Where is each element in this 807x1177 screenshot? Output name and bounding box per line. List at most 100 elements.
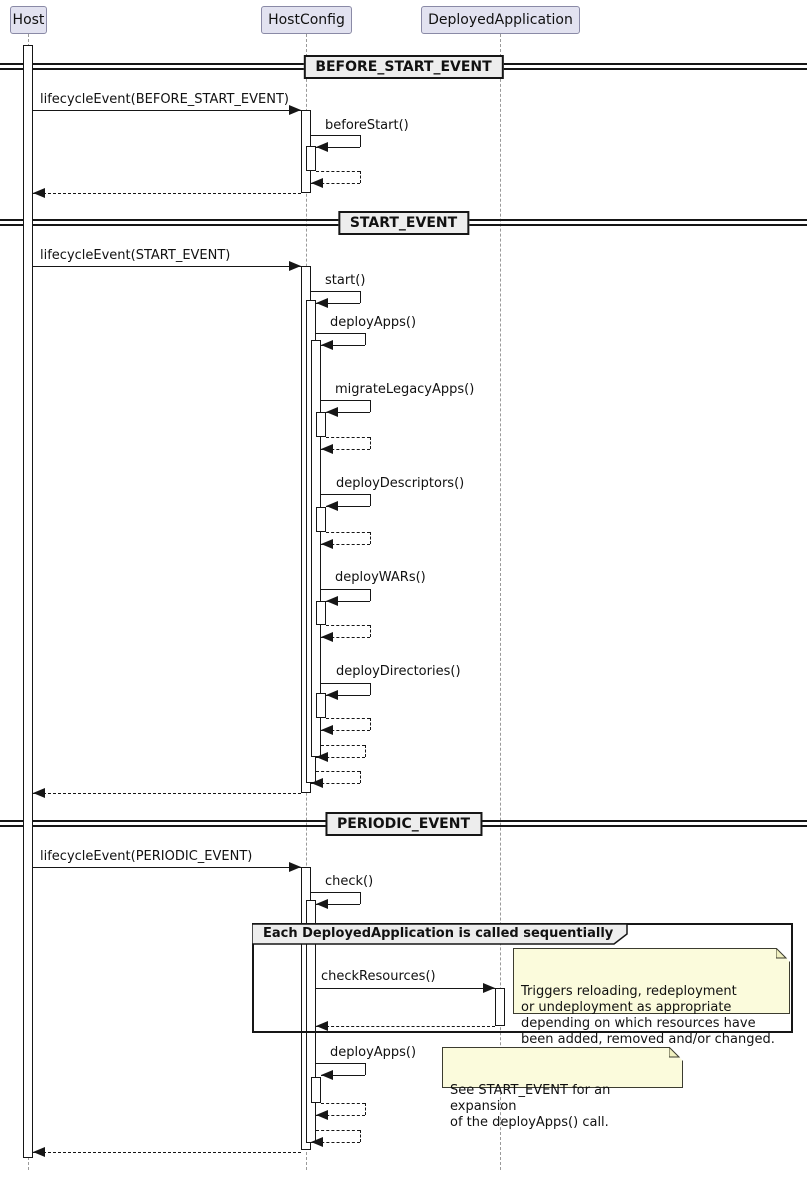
divider-periodic-event: PERIODIC_EVENT (324, 812, 483, 836)
self-call-line (370, 400, 371, 412)
group-header-label: Each DeployedApplication is called seque… (263, 926, 614, 941)
self-call-line (326, 695, 370, 696)
return-line (316, 1130, 360, 1131)
divider-periodic-label: PERIODIC_EVENT (336, 816, 471, 832)
arrowhead-icon (311, 778, 323, 788)
return-line (326, 532, 370, 533)
return-line (321, 730, 370, 731)
self-call-line (316, 1063, 365, 1064)
self-call-line (326, 506, 370, 507)
arrowhead-icon (33, 788, 45, 798)
return-line (370, 532, 371, 544)
arrow-line (33, 266, 301, 267)
self-call-line (321, 683, 370, 684)
self-call-line (321, 1075, 365, 1076)
arrowhead-icon (289, 105, 301, 115)
message-label: start() (325, 273, 366, 288)
participant-hostconfig-label: HostConfig (268, 12, 345, 28)
arrowhead-icon (33, 1147, 45, 1157)
self-call-line (316, 333, 365, 334)
arrowhead-icon (326, 596, 338, 606)
note-check-resources: Triggers reloading, redeployment or unde… (513, 948, 790, 1047)
arrowhead-icon (326, 501, 338, 511)
message-label: check() (325, 874, 374, 889)
return-line (370, 625, 371, 637)
divider-before-start-label: BEFORE_START_EVENT (315, 59, 492, 75)
self-call-line (321, 345, 365, 346)
return-line (311, 183, 360, 184)
activation-host (23, 45, 33, 1158)
participant-deployedapplication-label: DeployedApplication (428, 12, 573, 28)
arrow-line (316, 988, 495, 989)
self-call-line (321, 589, 370, 590)
arrowhead-icon (483, 983, 495, 993)
message-label: migrateLegacyApps() (335, 382, 475, 397)
self-call-line (326, 412, 370, 413)
return-line (326, 437, 370, 438)
return-line (370, 718, 371, 730)
arrowhead-icon (316, 1110, 328, 1120)
arrow-line (33, 110, 301, 111)
divider-before-start-event: BEFORE_START_EVENT (303, 55, 504, 79)
return-line (316, 1026, 495, 1027)
message-label: lifecycleEvent(PERIODIC_EVENT) (40, 849, 253, 864)
self-call-line (311, 291, 360, 292)
arrowhead-icon (321, 632, 333, 642)
return-line (360, 171, 361, 183)
self-call-line (370, 494, 371, 506)
self-call-line (321, 494, 370, 495)
return-line (321, 544, 370, 545)
message-label: deployWARs() (335, 570, 426, 585)
return-line (316, 757, 365, 758)
participant-hostconfig: HostConfig (261, 6, 352, 34)
arrowhead-icon (311, 178, 323, 188)
lifeline-deployedapplication (500, 34, 501, 1170)
return-line (365, 1103, 366, 1115)
return-line (33, 193, 301, 194)
activation-deploy-descriptors (316, 507, 326, 532)
activation-deploy-apps-periodic (311, 1077, 321, 1103)
activation-deploy-wars (316, 601, 326, 625)
arrowhead-icon (326, 690, 338, 700)
arrowhead-icon (289, 261, 301, 271)
return-line (321, 637, 370, 638)
message-label: lifecycleEvent(START_EVENT) (40, 248, 231, 263)
group-header-shape (252, 923, 628, 945)
arrowhead-icon (321, 539, 333, 549)
self-call-line (311, 135, 360, 136)
message-label: lifecycleEvent(BEFORE_START_EVENT) (40, 92, 289, 107)
note-deploy-apps: See START_EVENT for an expansion of the … (442, 1047, 683, 1130)
arrowhead-icon (321, 1070, 333, 1080)
arrowhead-icon (289, 862, 301, 872)
arrowhead-icon (316, 752, 328, 762)
activation-deploy-directories (316, 693, 326, 718)
return-line (311, 783, 360, 784)
arrowhead-icon (316, 298, 328, 308)
arrowhead-icon (316, 899, 328, 909)
arrowhead-icon (316, 142, 328, 152)
arrowhead-icon (33, 188, 45, 198)
return-line (321, 449, 370, 450)
message-label: beforeStart() (325, 118, 409, 133)
note-text: See START_EVENT for an expansion of the … (450, 1083, 611, 1130)
self-call-line (365, 1063, 366, 1075)
return-line (33, 793, 301, 794)
message-label: deployDirectories() (336, 664, 461, 679)
return-line (316, 771, 360, 772)
arrowhead-icon (311, 1137, 323, 1147)
self-call-line (326, 601, 370, 602)
return-line (33, 1152, 301, 1153)
self-call-line (370, 589, 371, 601)
return-line (365, 745, 366, 757)
participant-host: Host (10, 6, 47, 34)
self-call-line (360, 291, 361, 303)
self-call-line (370, 683, 371, 695)
self-call-line (316, 904, 360, 905)
return-line (360, 771, 361, 783)
message-label: checkResources() (321, 969, 436, 984)
activation-check-resources (495, 988, 505, 1026)
self-call-line (321, 400, 370, 401)
return-line (316, 171, 360, 172)
note-fold-icon (776, 948, 790, 962)
